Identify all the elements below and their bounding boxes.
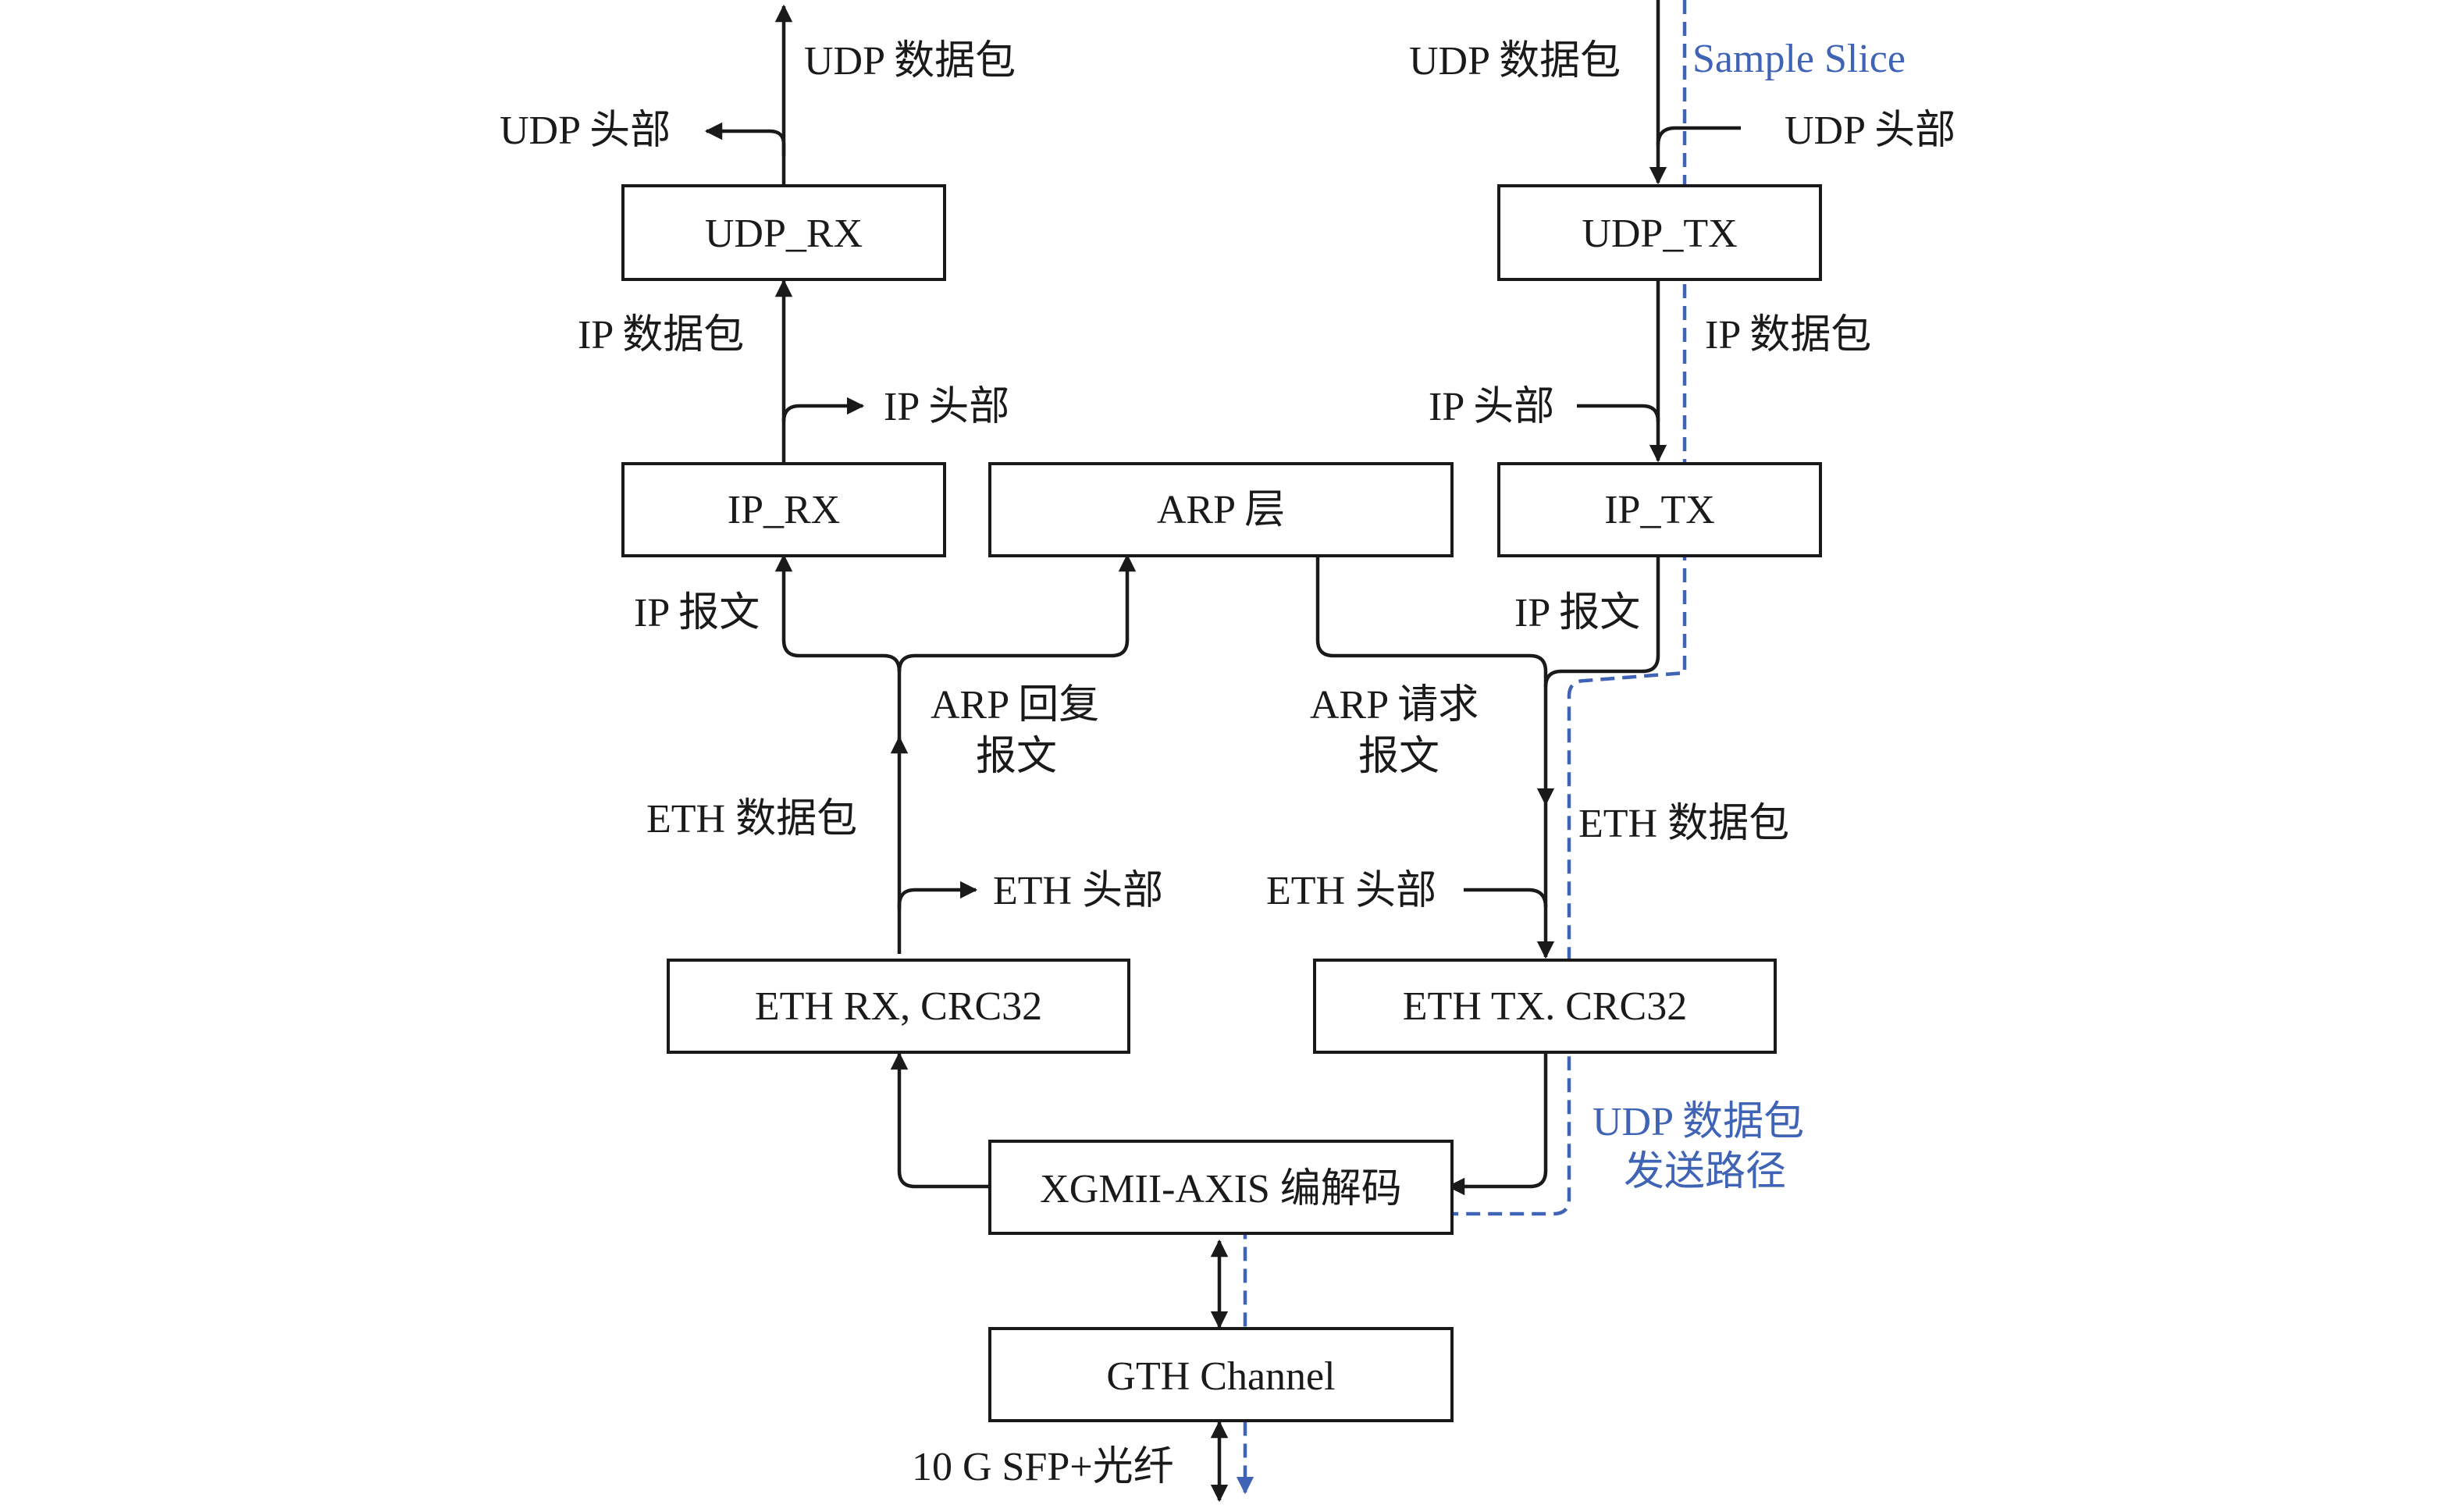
udp-tx-block xyxy=(1497,184,1822,281)
eth-tx-header-in xyxy=(1464,888,1548,908)
tx-ip-packet-label: IP 数据包 xyxy=(1705,313,1871,358)
ip-rx-block xyxy=(621,462,946,557)
ip-tx-header-in xyxy=(1577,404,1660,422)
ip-tx-block xyxy=(1497,462,1822,557)
tx-ip-message-label: IP 报文 xyxy=(1514,591,1640,635)
rx-eth-packet-label: ETH 数据包 xyxy=(646,797,857,841)
gth-block xyxy=(988,1327,1454,1422)
tx-ip-header-label: IP 头部 xyxy=(1429,385,1554,429)
xgmii-label: XGMII-AXIS 编解码 xyxy=(1040,1167,1402,1211)
tx-eth-packet-label: ETH 数据包 xyxy=(1578,802,1789,846)
arp-request-label-line1: ARP 请求 xyxy=(1310,683,1479,728)
arp-reply-label-line1: ARP 回复 xyxy=(931,683,1099,728)
eth-tx-block xyxy=(1313,959,1777,1054)
tx-eth-header-label: ETH 头部 xyxy=(1266,869,1436,913)
udp-rx-header-arrow xyxy=(704,122,786,156)
rx-ip-header-label: IP 头部 xyxy=(884,385,1009,429)
rx-ip-packet-label: IP 数据包 xyxy=(578,313,744,358)
arp-label: ARP 层 xyxy=(1157,488,1285,532)
udp-tx-header-in xyxy=(1656,126,1741,146)
eth-rx-label: ETH RX, CRC32 xyxy=(755,984,1042,1029)
tx-udp-packet-label: UDP 数据包 xyxy=(1409,39,1621,84)
udp-rx-label: UDP_RX xyxy=(705,212,863,256)
udp-send-path-label-line1: UDP 数据包 xyxy=(1592,1100,1804,1144)
arp-request-label-line2: 报文 xyxy=(1358,735,1439,779)
arp-reply-label-line2: 报文 xyxy=(976,735,1057,779)
rx-split-to-arp-arrow xyxy=(897,553,1137,672)
eth-rx-block xyxy=(667,959,1130,1054)
arp-to-merge xyxy=(1315,556,1548,672)
rx-udp-header-label: UDP 头部 xyxy=(500,109,671,153)
rx-split-to-ip-rx-arrow xyxy=(774,553,902,672)
ip-rx-header-arrow xyxy=(781,397,865,422)
eth-rx-header-arrow xyxy=(897,881,978,909)
xgmii-block xyxy=(988,1140,1454,1235)
sfp-fiber-label: 10 G SFP+光纤 xyxy=(912,1445,1174,1489)
ip-tx-to-merge xyxy=(1543,556,1660,688)
arp-block xyxy=(988,462,1454,557)
ip-tx-label: IP_TX xyxy=(1604,488,1715,532)
eth-tx-label: ETH TX. CRC32 xyxy=(1403,984,1688,1029)
rx-ip-message-label: IP 报文 xyxy=(634,591,760,635)
udp-send-path-label-line2: 发送路径 xyxy=(1624,1150,1786,1194)
rx-eth-header-label: ETH 头部 xyxy=(993,869,1163,913)
udp-rx-block xyxy=(621,184,946,281)
gth-label: GTH Channel xyxy=(1106,1354,1335,1399)
eth-tx-to-xgmii-arrow xyxy=(1447,1052,1548,1196)
rx-udp-packet-label: UDP 数据包 xyxy=(804,39,1016,84)
sample-slice-label: Sample Slice xyxy=(1692,37,1906,81)
ip-rx-label: IP_RX xyxy=(728,488,840,532)
xgmii-to-eth-rx-arrow xyxy=(890,1051,990,1189)
udp-tx-label: UDP_TX xyxy=(1582,212,1737,256)
tx-udp-header-label: UDP 头部 xyxy=(1785,109,1955,153)
